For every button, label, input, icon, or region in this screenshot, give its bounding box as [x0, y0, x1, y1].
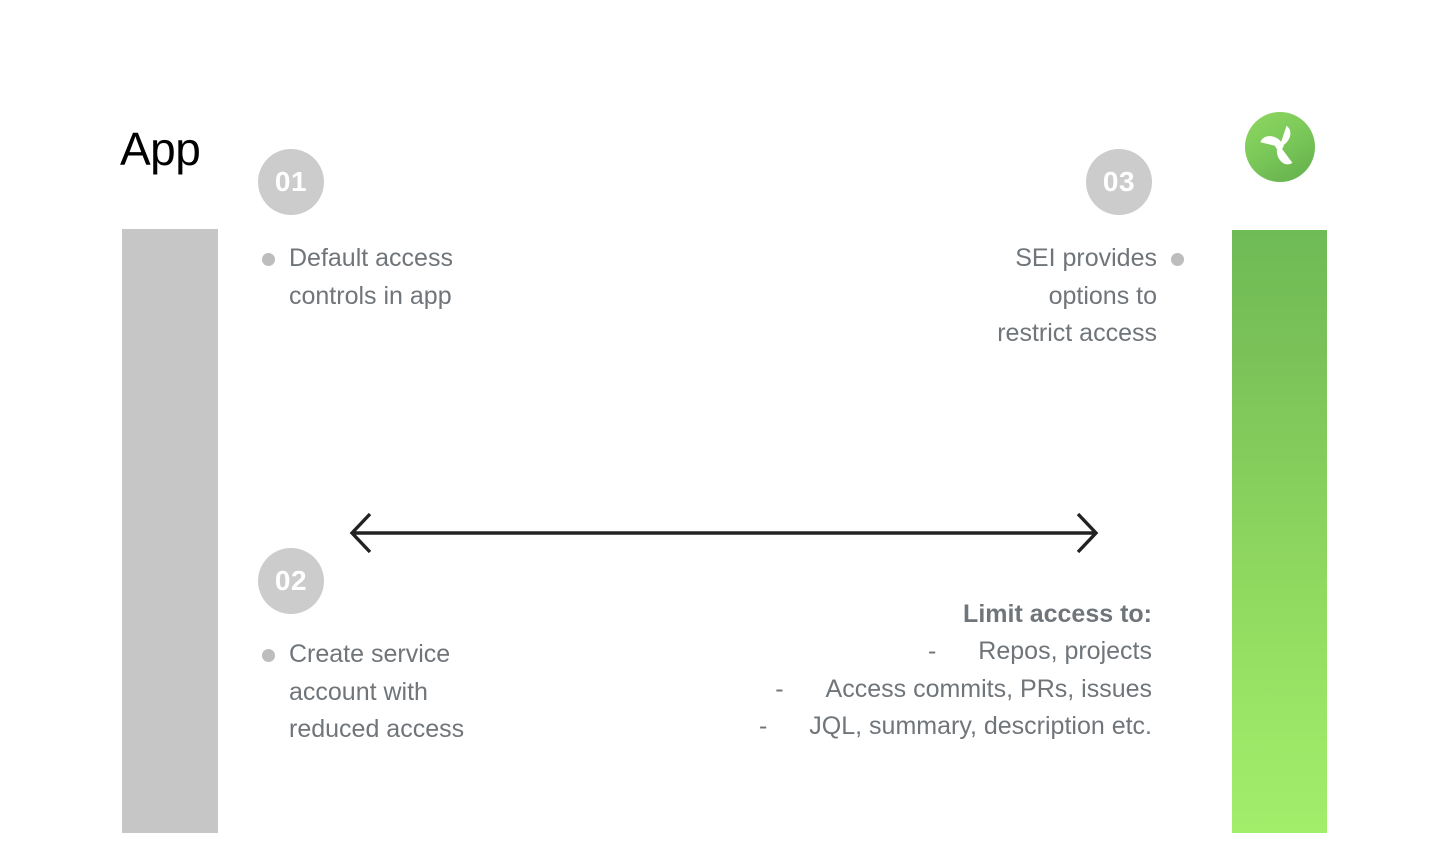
- limit-access-row: - JQL, summary, description etc.: [660, 708, 1152, 746]
- dash-marker: -: [775, 674, 784, 703]
- bullet-dot-icon: [262, 649, 275, 662]
- propeller-logo-icon: [1245, 112, 1315, 182]
- right-green-bar: [1232, 230, 1327, 833]
- step-badge-02: 02: [258, 548, 324, 614]
- step-badge-01: 01: [258, 149, 324, 215]
- step-item-03-label: SEI provides options to restrict access: [997, 244, 1157, 347]
- left-gray-bar: [122, 229, 218, 833]
- limit-access-heading: Limit access to:: [963, 600, 1152, 628]
- limit-access-item-label: Repos, projects: [978, 637, 1152, 665]
- step-item-01: Default access controls in app: [262, 240, 453, 315]
- limit-access-row: - Repos, projects: [660, 633, 1152, 671]
- step-item-01-label: Default access controls in app: [289, 244, 453, 310]
- double-headed-arrow-icon: [344, 505, 1104, 563]
- bullet-dot-icon: [1171, 253, 1184, 266]
- limit-access-row: - Access commits, PRs, issues: [660, 671, 1152, 709]
- bullet-dot-icon: [262, 253, 275, 266]
- dash-marker: -: [758, 712, 768, 740]
- step-badge-03: 03: [1086, 149, 1152, 215]
- step-item-02-label: Create service account with reduced acce…: [289, 640, 465, 743]
- dash-marker: -: [927, 637, 937, 665]
- limit-access-item-label: Access commits, PRs, issues: [825, 674, 1152, 703]
- limit-access-block: Limit access to: - Repos, projects - Acc…: [660, 596, 1152, 746]
- step-item-03: SEI provides options to restrict access: [962, 240, 1184, 353]
- limit-access-item-label: JQL, summary, description etc.: [809, 712, 1152, 740]
- step-item-02: Create service account with reduced acce…: [262, 636, 464, 749]
- page-title: App: [120, 123, 201, 175]
